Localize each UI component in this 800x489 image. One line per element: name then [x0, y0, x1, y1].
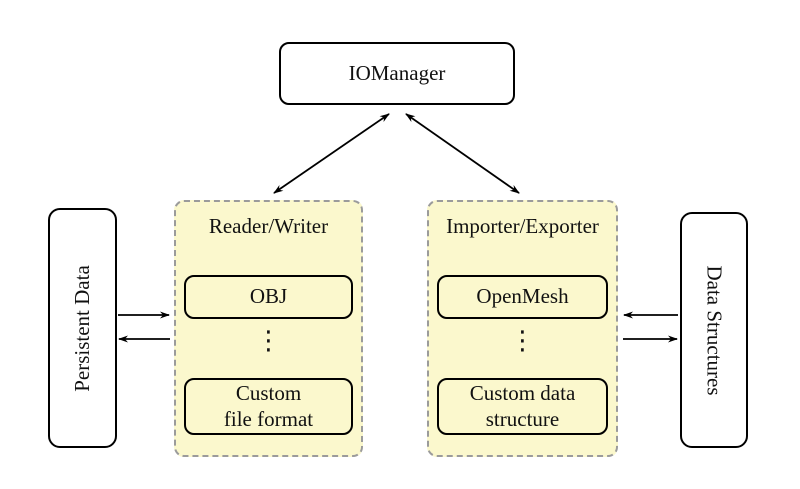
arrow-iomanager-reader-writer [273, 113, 390, 194]
persistent-data-node: Persistent Data [48, 208, 117, 448]
data-structures-node: Data Structures [680, 212, 748, 448]
custom-data-structure-node: Custom data structure [437, 378, 608, 435]
iomanager-node: IOManager [279, 42, 515, 105]
importer-exporter-ellipsis: ⋮ [509, 326, 536, 356]
arrow-iomanager-importer-exporter [405, 113, 520, 194]
obj-node: OBJ [184, 275, 353, 319]
iomanager-label: IOManager [348, 61, 446, 85]
reader-writer-ellipsis: ⋮ [255, 326, 282, 356]
custom-file-format-node: Custom file format [184, 378, 353, 435]
persistent-data-label: Persistent Data [70, 264, 94, 392]
data-structures-label: Data Structures [702, 264, 727, 396]
importer-exporter-group: Importer/Exporter OpenMesh ⋮ Custom data… [427, 200, 618, 457]
importer-exporter-group-title: Importer/Exporter [446, 214, 599, 238]
openmesh-node: OpenMesh [437, 275, 608, 319]
reader-writer-group-title: Reader/Writer [208, 214, 329, 238]
reader-writer-group: Reader/Writer OBJ ⋮ Custom file format [174, 200, 363, 457]
